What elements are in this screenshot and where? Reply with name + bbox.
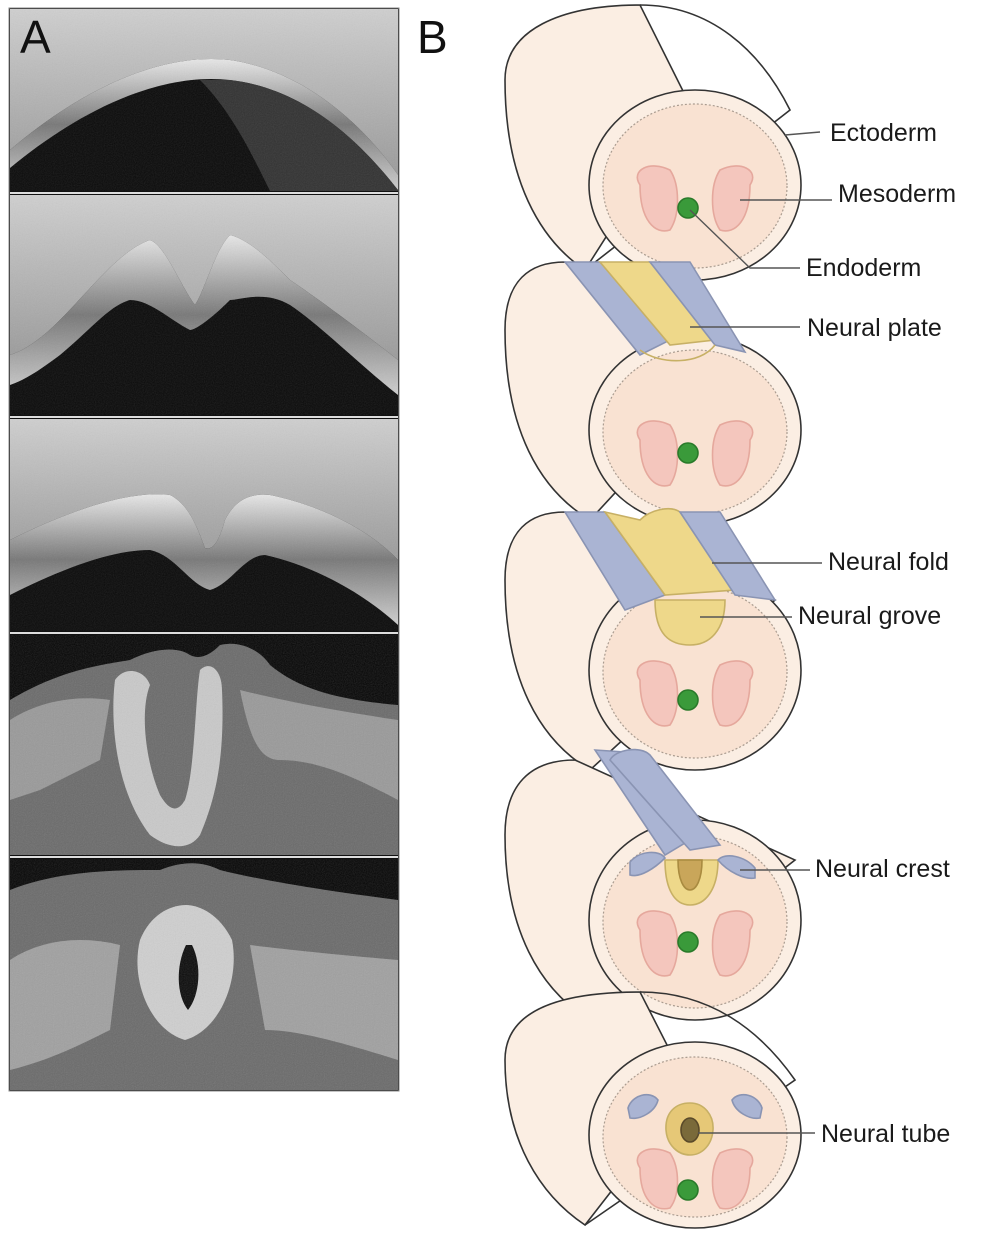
label-neural-tube: Neural tube — [821, 1120, 950, 1148]
stage-4-cylinder — [505, 750, 801, 1020]
label-endoderm: Endoderm — [806, 254, 921, 282]
label-neural-grove: Neural grove — [798, 602, 941, 630]
stage-5-cylinder — [505, 992, 801, 1228]
label-neural-plate: Neural plate — [807, 314, 942, 342]
stage-1-cylinder — [505, 5, 801, 280]
label-ectoderm: Ectoderm — [830, 119, 937, 147]
label-neural-crest: Neural crest — [815, 855, 950, 883]
label-mesoderm: Mesoderm — [838, 180, 956, 208]
label-neural-fold: Neural fold — [828, 548, 949, 576]
stage-2-cylinder — [505, 262, 801, 525]
stage-3-cylinder — [505, 509, 801, 770]
